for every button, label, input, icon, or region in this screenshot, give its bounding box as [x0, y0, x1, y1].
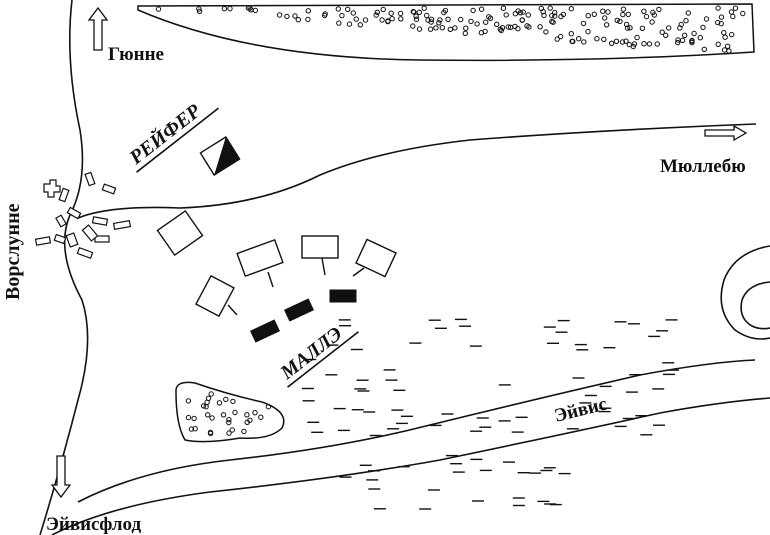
road-east	[77, 123, 757, 219]
units-white	[156, 209, 397, 318]
label-north-road: Гюнне	[108, 44, 164, 65]
label-river: Эйвис	[552, 394, 609, 427]
units-black	[250, 289, 357, 343]
label-south-road: Эйвисфлод	[46, 514, 142, 535]
label-foot-group: МАЛЛЭ	[276, 323, 359, 388]
forest-copse	[175, 381, 285, 443]
arrow-south-icon	[50, 455, 72, 499]
river-eyvis	[51, 359, 770, 535]
arrow-east-icon	[704, 124, 748, 142]
road-west	[39, 0, 89, 535]
label-rider-unit: РЕЙФЕР	[124, 98, 206, 170]
label-west-village: Ворслунне	[2, 203, 24, 300]
hill	[720, 245, 770, 340]
marsh	[301, 318, 679, 510]
arrow-north-icon	[87, 6, 109, 51]
forest-north	[137, 3, 755, 62]
cavalry-marker	[199, 136, 241, 176]
label-east-road: Мюллебю	[660, 156, 746, 177]
village-vorslunne	[34, 171, 132, 259]
